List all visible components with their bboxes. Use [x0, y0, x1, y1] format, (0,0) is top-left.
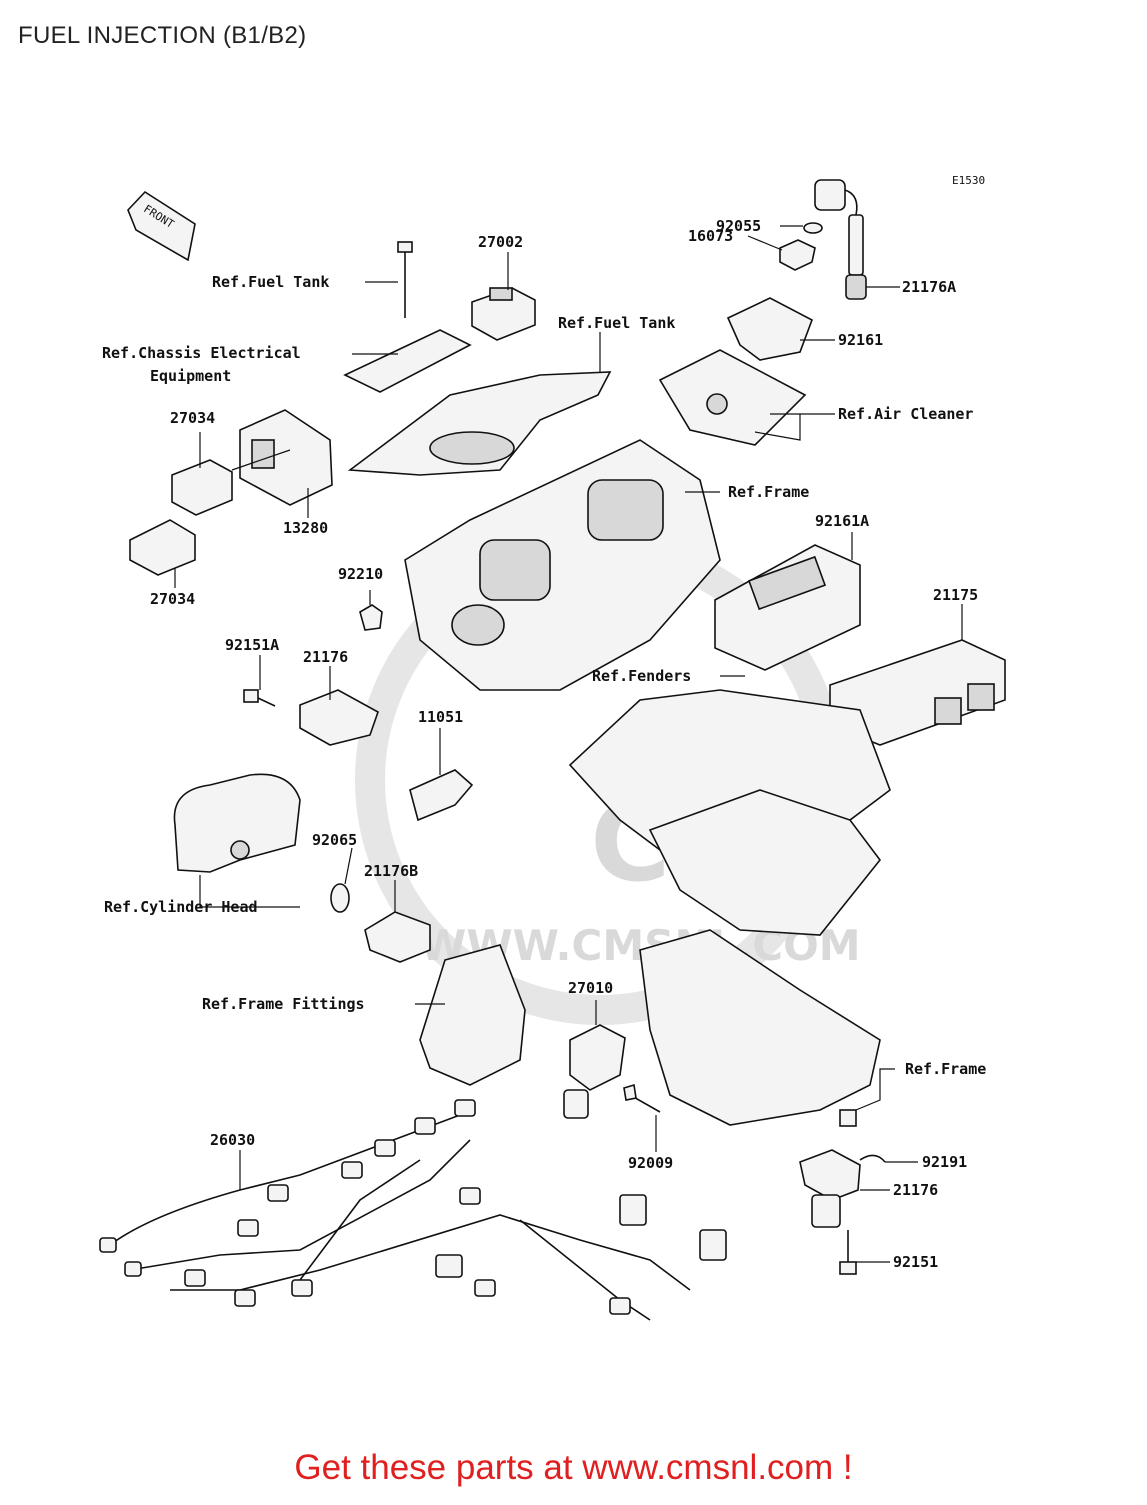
part-13280-relay-box	[239, 409, 333, 506]
part-21176A-sensor	[814, 179, 867, 300]
part-92065-washer	[330, 883, 350, 913]
label-21176B: 21176B	[364, 862, 418, 880]
label-ref-fenders: Ref.Fenders	[592, 667, 691, 685]
label-ref-chassis-line1: Ref.Chassis Electrical	[102, 344, 301, 362]
part-92055-o-ring	[803, 222, 823, 234]
part-92210-grommet	[359, 604, 383, 631]
part-92009-screw	[623, 1083, 661, 1113]
bolt-fuel-tank	[397, 241, 413, 318]
part-92151-bolt	[839, 1230, 857, 1275]
label-92161A: 92161A	[815, 512, 869, 530]
label-ref-chassis-line2: Equipment	[150, 367, 231, 385]
part-27034-relay-upper	[171, 459, 233, 516]
label-ref-frame-lower: Ref.Frame	[905, 1060, 986, 1078]
label-27002: 27002	[478, 233, 523, 251]
rear-frame-ref	[639, 929, 881, 1126]
label-92065: 92065	[312, 831, 357, 849]
air-cleaner-ref	[658, 349, 807, 446]
label-21175: 21175	[933, 586, 978, 604]
label-ref-fuel-tank-right: Ref.Fuel Tank	[558, 314, 675, 332]
part-27002-relay	[471, 287, 536, 341]
label-ref-air-cleaner: Ref.Air Cleaner	[838, 405, 973, 423]
part-27010-sensor	[563, 1024, 626, 1119]
label-27010: 27010	[568, 979, 613, 997]
label-ref-frame-fittings: Ref.Frame Fittings	[202, 995, 365, 1013]
intake-frame-ref	[404, 439, 721, 691]
label-92151: 92151	[893, 1253, 938, 1271]
intake-hole	[451, 604, 505, 646]
label-16073: 16073	[688, 227, 733, 245]
label-ref-frame-upper: Ref.Frame	[728, 483, 809, 501]
bracket-chassis	[343, 329, 472, 393]
label-21176-lower: 21176	[893, 1181, 938, 1199]
cylinder-head-ref	[173, 773, 301, 873]
throttle-port-1	[479, 539, 551, 601]
fuel-tank-ref	[347, 371, 612, 476]
footer-cta[interactable]: Get these parts at www.cmsnl.com !	[294, 1448, 853, 1487]
part-92191-clip	[859, 1154, 886, 1163]
label-ref-fuel-tank-left: Ref.Fuel Tank	[212, 273, 329, 291]
part-11051-bracket	[409, 769, 474, 822]
label-ref-cylinder-head: Ref.Cylinder Head	[104, 898, 258, 916]
label-26030: 26030	[210, 1131, 255, 1149]
part-26030-wire-harness	[99, 1099, 727, 1321]
fenders-lower-ref	[648, 789, 882, 936]
part-27034-relay-lower	[129, 519, 196, 576]
label-21176-upper: 21176	[303, 648, 348, 666]
part-92161-plate	[726, 297, 813, 361]
label-13280: 13280	[283, 519, 328, 537]
part-labels: 27002 Ref.Fuel Tank Ref.Fuel Tank Ref.Ch…	[102, 217, 986, 1271]
throttle-port-2	[587, 479, 664, 541]
diagram-code: E1530	[952, 174, 985, 187]
frame-fittings-ref	[419, 944, 526, 1086]
label-92151A: 92151A	[225, 636, 279, 654]
label-92161: 92161	[838, 331, 883, 349]
label-92210: 92210	[338, 565, 383, 583]
part-16073-nut	[779, 239, 816, 271]
frame-bolt-lower	[839, 1109, 857, 1127]
label-21176A: 21176A	[902, 278, 956, 296]
part-92151A-bolt	[243, 689, 276, 707]
label-11051: 11051	[418, 708, 463, 726]
fuel-tank-cap-ref	[429, 431, 515, 465]
leader-lines	[174, 225, 963, 1263]
front-arrow-icon: FRONT	[127, 190, 196, 262]
label-92009: 92009	[628, 1154, 673, 1172]
part-21176-sensor-lower	[799, 1149, 861, 1228]
page-title: FUEL INJECTION (B1/B2)	[18, 22, 307, 49]
label-27034-lower: 27034	[150, 590, 195, 608]
label-27034-upper: 27034	[170, 409, 215, 427]
part-21176-sensor-upper	[299, 689, 379, 746]
label-92191: 92191	[922, 1153, 967, 1171]
label-92055: 92055	[716, 217, 761, 235]
part-92161A-ecu-holder	[714, 544, 861, 671]
